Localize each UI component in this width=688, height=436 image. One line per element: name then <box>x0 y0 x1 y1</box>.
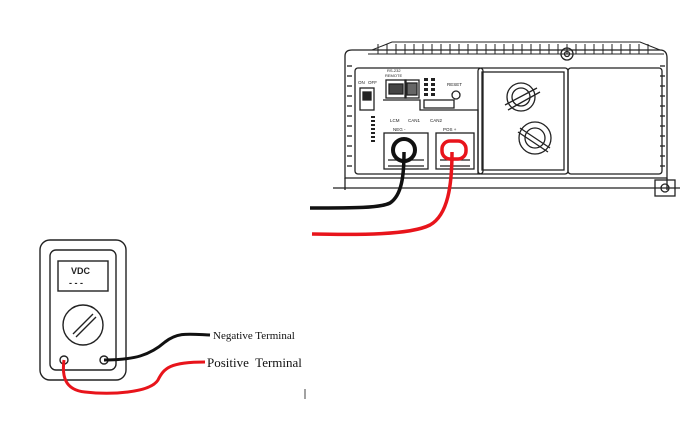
inverter-top-fins <box>368 41 664 55</box>
pos-terminal-label: POS + <box>443 127 457 132</box>
power-switch <box>359 87 375 111</box>
negative-cable <box>309 151 406 210</box>
inverter-control-panel <box>354 67 484 175</box>
negative-terminal-block <box>383 132 429 170</box>
inverter-housing <box>344 49 668 179</box>
multimeter-dial <box>62 304 104 346</box>
inverter-unit: ON OFF RS-232 REMOTE RESET LCM CAN1 <box>333 41 680 197</box>
rs232-label: RS-232 <box>387 68 401 73</box>
switch-on-label: ON <box>358 80 365 85</box>
positive-terminal-label: Positive Terminal <box>207 355 302 370</box>
dial-pointer-icon <box>72 313 97 338</box>
multimeter-body <box>39 239 127 381</box>
display-vdc-label: VDC <box>71 266 91 276</box>
multimeter-inner-frame <box>49 249 117 371</box>
multimeter-display <box>57 260 109 292</box>
meter-positive-lead <box>61 359 206 395</box>
multimeter: VDC - - - <box>39 239 127 381</box>
positive-terminal-bolt <box>440 139 468 161</box>
fuse-compartment <box>477 67 569 175</box>
top-mount-screw-icon <box>560 47 574 61</box>
mount-screw-icon <box>660 183 670 193</box>
left-terminal-strip <box>371 116 375 142</box>
remote-label: REMOTE <box>385 73 402 78</box>
rj-port-remote <box>385 79 407 99</box>
positive-terminal-block <box>435 132 475 170</box>
fuse-holder-bottom <box>517 121 552 155</box>
can1-label: CAN1 <box>408 118 421 123</box>
neg-terminal-label: NEG - <box>393 127 406 132</box>
lcm-label: LCM <box>390 118 400 123</box>
meter-negative-lead <box>103 332 211 362</box>
reset-label: RESET <box>447 82 462 87</box>
positive-cable <box>311 151 454 237</box>
reset-button <box>451 90 461 100</box>
inverter-side-panel <box>567 67 663 175</box>
fuse-holder-top <box>504 82 541 112</box>
negative-terminal-label: Negative Terminal <box>213 330 295 342</box>
can2-label: CAN2 <box>430 118 443 123</box>
switch-off-label: OFF <box>368 80 377 85</box>
display-dashes: - - - <box>69 278 83 288</box>
inverter-mount-foot-right <box>654 179 676 197</box>
dip-switch-block <box>424 78 435 96</box>
rj-port-rs232 <box>404 79 420 99</box>
